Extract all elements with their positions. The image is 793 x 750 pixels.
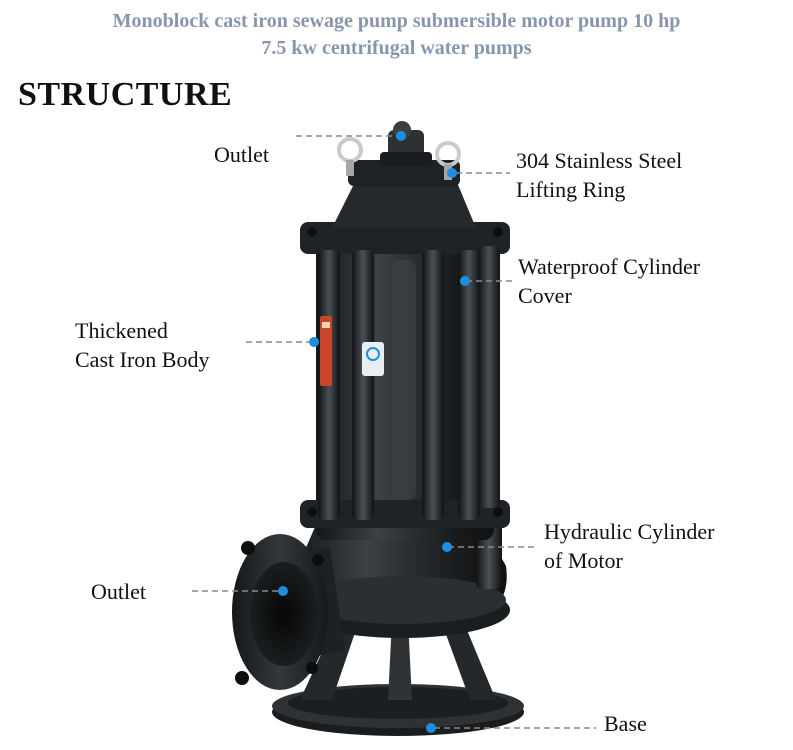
label-outlet-top: Outlet [214, 142, 269, 167]
label-cylinder-cover-line-1: Waterproof Cylinder [518, 254, 701, 279]
dot-lifting-ring [447, 168, 457, 178]
label-hydraulic-line-1: Hydraulic Cylinder [544, 519, 715, 544]
dot-hydraulic [442, 542, 452, 552]
dot-body [309, 337, 319, 347]
dot-outlet-top [396, 131, 406, 141]
section-heading: STRUCTURE [18, 76, 233, 113]
warning-label-icon [320, 316, 332, 386]
callout-dots [278, 131, 470, 733]
dot-base [426, 723, 436, 733]
product-title: Monoblock cast iron sewage pump submersi… [0, 8, 793, 62]
product-title-line-1: Monoblock cast iron sewage pump submersi… [112, 10, 681, 32]
lifting-ring-left [337, 137, 363, 176]
dot-cylinder-cover [460, 276, 470, 286]
label-lifting-ring: 304 Stainless Steel Lifting Ring [516, 146, 682, 204]
label-lifting-ring-line-1: 304 Stainless Steel [516, 148, 683, 173]
label-body-line-2: Cast Iron Body [75, 347, 210, 372]
label-hydraulic: Hydraulic Cylinder of Motor [544, 517, 714, 575]
side-outlet-flange [232, 534, 345, 690]
label-hydraulic-line-2: of Motor [544, 548, 623, 573]
label-cylinder-cover: Waterproof Cylinder Cover [518, 252, 700, 310]
label-body: Thickened Cast Iron Body [75, 316, 209, 374]
label-body-line-1: Thickened [75, 318, 168, 343]
flange-bolts [307, 227, 503, 517]
label-base: Base [604, 711, 647, 736]
label-cylinder-cover-line-2: Cover [518, 283, 572, 308]
label-outlet-side: Outlet [91, 579, 146, 604]
brand-shield-logo [362, 342, 384, 376]
callout-leaders [192, 135, 596, 729]
product-title-line-2: 7.5 kw centrifugal water pumps [261, 37, 532, 59]
pump-base [272, 618, 524, 736]
dot-outlet-side [278, 586, 288, 596]
label-lifting-ring-line-2: Lifting Ring [516, 177, 626, 202]
